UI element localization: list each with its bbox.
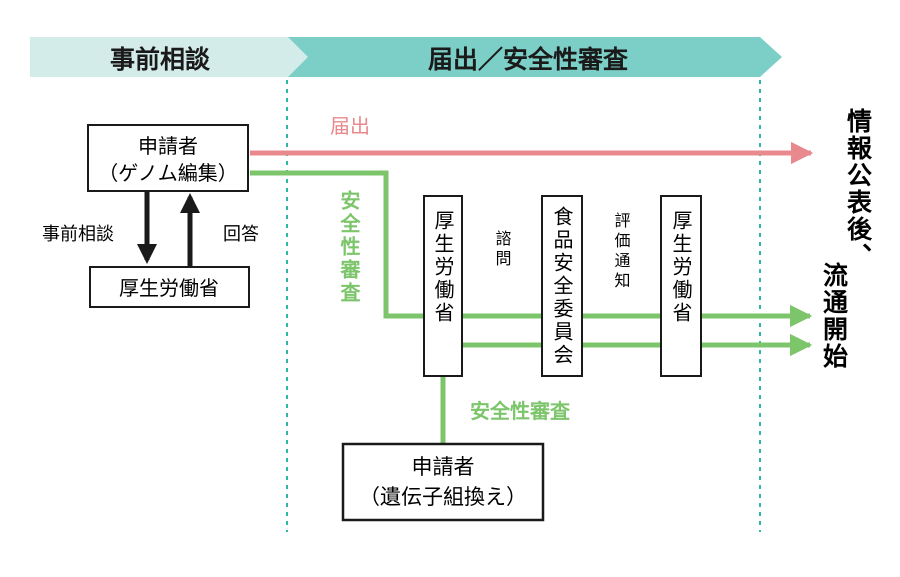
notification-label: 届出 xyxy=(330,114,370,138)
outcome-line1: 情報公表後、 xyxy=(844,108,873,270)
mhlw-inquiry-box xyxy=(423,195,463,377)
mhlw-left-label: 厚生労働省 xyxy=(119,276,219,300)
safety-review-bottom-label: 安全性審査 xyxy=(470,399,570,423)
answer-label: 回答 xyxy=(223,224,259,245)
safety-review-vertical-label: 安全性審査 xyxy=(337,189,361,305)
phase-pre-consultation: 事前相談 xyxy=(110,45,211,74)
applicant-gm-line2: （遺伝子組換え） xyxy=(359,485,527,509)
evaluation-notice-label: 評価通知 xyxy=(612,212,631,292)
mhlw-right-box xyxy=(660,195,702,377)
header-band-light xyxy=(30,37,308,77)
applicant-genome-box xyxy=(87,124,249,192)
mhlw-right-label: 厚生労働省 xyxy=(669,210,693,325)
outcome-line2: 流通開始 xyxy=(820,262,849,370)
applicant-genome-line2: （ゲノム編集） xyxy=(98,161,237,185)
mhlw-left-box xyxy=(89,266,250,308)
safety-review-path xyxy=(250,170,424,319)
food-safety-commission-box xyxy=(541,195,583,377)
applicant-gm-box xyxy=(341,442,545,522)
applicant-genome-line1: 申請者 xyxy=(138,134,198,158)
pre-consult-label: 事前相談 xyxy=(42,224,114,245)
applicant-gm-line1: 申請者 xyxy=(412,455,475,479)
phase-notification-review: 届出／安全性審査 xyxy=(428,45,628,74)
inquiry-label: 諮問 xyxy=(493,230,512,270)
food-safety-commission-label: 食品安全委員会 xyxy=(550,206,574,367)
mhlw-inquiry-label: 厚生労働省 xyxy=(431,210,455,325)
